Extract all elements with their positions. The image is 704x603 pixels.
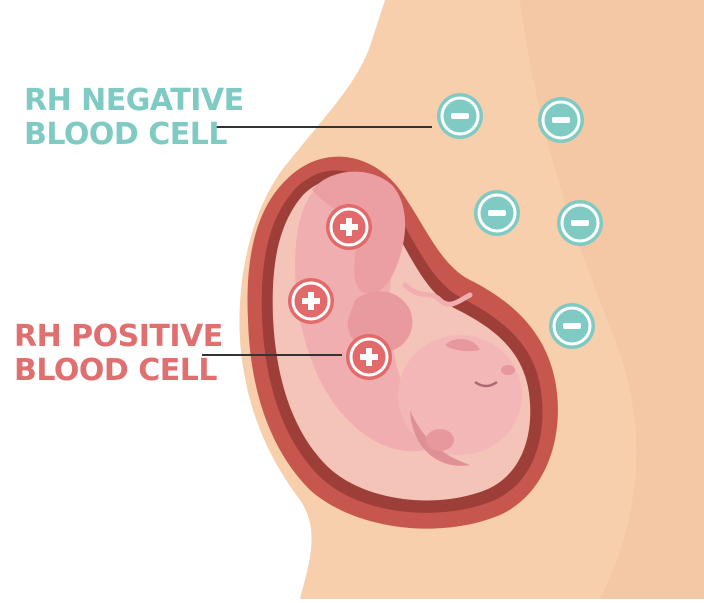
minus-sign-icon: [552, 117, 570, 123]
rh-positive-label: RH POSITIVE BLOOD CELL: [14, 320, 223, 388]
rh-negative-cell: [437, 93, 483, 139]
minus-sign-icon: [451, 113, 469, 119]
rh-positive-cell: [326, 204, 372, 250]
fetus-nose: [501, 365, 515, 375]
rh-negative-cell: [557, 200, 603, 246]
rh-negative-cell: [474, 190, 520, 236]
rh-negative-label-line1: RH NEGATIVE: [24, 84, 244, 118]
rh-negative-cell: [549, 303, 595, 349]
fetus-ear: [426, 429, 454, 451]
rh-positive-cell: [288, 278, 334, 324]
minus-sign-icon: [488, 210, 506, 216]
minus-sign-icon: [563, 323, 581, 329]
rh-negative-label: RH NEGATIVE BLOOD CELL: [24, 84, 244, 152]
rh-positive-label-line1: RH POSITIVE: [14, 320, 223, 354]
rh-negative-cell: [538, 97, 584, 143]
rh-positive-cell: [346, 334, 392, 380]
rh-positive-label-line2: BLOOD CELL: [14, 354, 223, 388]
rh-negative-label-line2: BLOOD CELL: [24, 118, 244, 152]
minus-sign-icon: [571, 220, 589, 226]
